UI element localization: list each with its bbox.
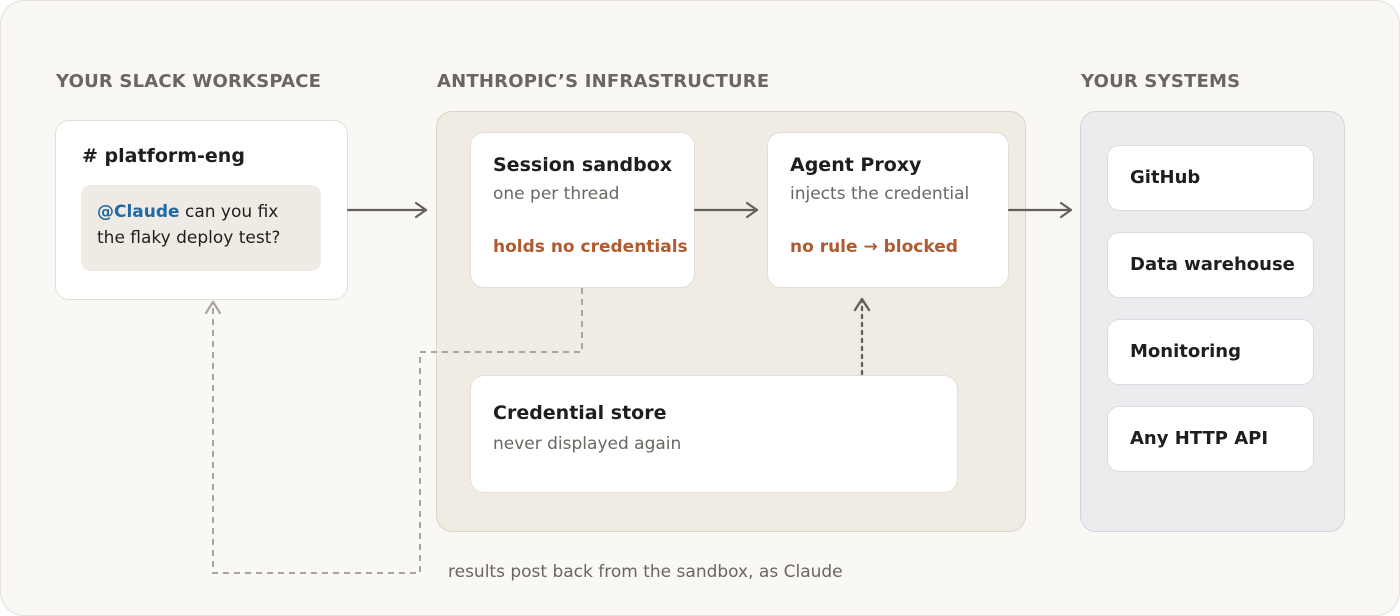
session-sandbox-card: Session sandbox one per thread holds no …: [470, 132, 695, 288]
section-label-infra: ANTHROPIC’S INFRASTRUCTURE: [437, 71, 770, 92]
system-label: Data warehouse: [1130, 254, 1295, 275]
slack-channel-card: # platform-eng @Claude can you fix the f…: [55, 120, 348, 300]
system-data-warehouse: Data warehouse: [1107, 232, 1314, 298]
return-path-sandbox-to-slack: [212, 288, 583, 574]
proxy-title: Agent Proxy: [790, 154, 922, 176]
claude-mention: @Claude: [97, 202, 180, 222]
system-label: Any HTTP API: [1130, 428, 1269, 449]
arrowhead-sandbox-to-proxy: [745, 201, 759, 219]
message-text: can you fix the flaky deploy test?: [97, 202, 281, 248]
section-label-slack: YOUR SLACK WORKSPACE: [56, 71, 322, 92]
arrowhead-proxy-to-systems: [1059, 201, 1073, 219]
arrowhead-store-to-proxy: [853, 297, 871, 312]
systems-list: GitHub Data warehouse Monitoring Any HTT…: [1080, 111, 1345, 532]
system-github: GitHub: [1107, 145, 1314, 211]
system-any-http-api: Any HTTP API: [1107, 406, 1314, 472]
sandbox-title: Session sandbox: [493, 154, 673, 176]
channel-name: # platform-eng: [82, 145, 245, 167]
arrowhead-slack-to-sandbox: [414, 201, 428, 219]
arrowhead-return-to-slack: [204, 300, 222, 315]
system-monitoring: Monitoring: [1107, 319, 1314, 385]
proxy-note: no rule → blocked: [790, 237, 958, 257]
return-path-caption: results post back from the sandbox, as C…: [448, 562, 843, 582]
proxy-subtitle: injects the credential: [790, 184, 970, 204]
credential-store-card: Credential store never displayed again: [470, 375, 958, 493]
sandbox-subtitle: one per thread: [493, 184, 620, 204]
store-title: Credential store: [493, 402, 667, 424]
system-label: Monitoring: [1130, 341, 1241, 362]
system-label: GitHub: [1130, 167, 1201, 188]
sandbox-note: holds no credentials: [493, 237, 688, 257]
store-subtitle: never displayed again: [493, 434, 682, 454]
section-label-systems: YOUR SYSTEMS: [1081, 71, 1241, 92]
message-bubble: @Claude can you fix the flaky deploy tes…: [81, 185, 321, 271]
